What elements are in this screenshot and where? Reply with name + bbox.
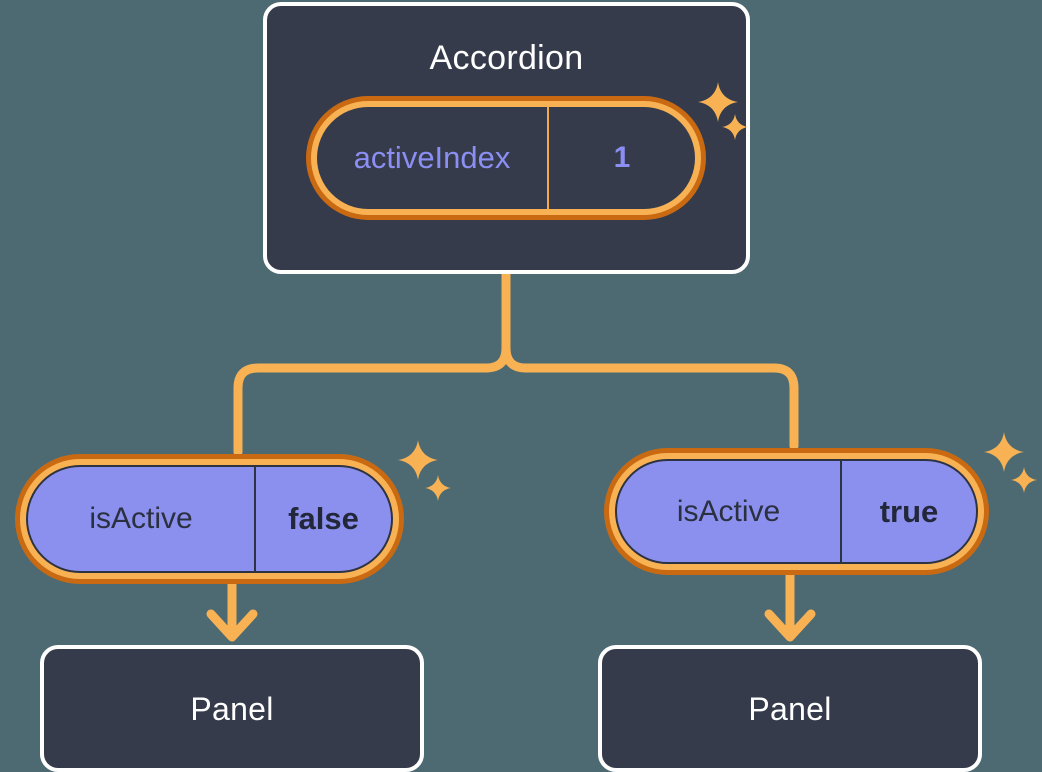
state-pill-active-index[interactable]: activeIndex 1 xyxy=(306,96,706,220)
pill-content: activeIndex 1 xyxy=(317,107,695,209)
panel-left-title: Panel xyxy=(190,691,274,727)
sparkle-icon xyxy=(984,432,1024,472)
pill-content: isActive false xyxy=(26,465,393,573)
sparkle-icon xyxy=(398,440,438,480)
sparkle-group-right xyxy=(982,432,1042,502)
component-node-panel-right[interactable]: Panel xyxy=(598,645,982,772)
arrow-down-icon-left xyxy=(206,609,258,642)
state-value-label: 1 xyxy=(613,141,631,174)
pill-inner-ring: isActive true xyxy=(609,453,984,570)
connector-accordion-to-right xyxy=(501,269,799,451)
pill-content: isActive true xyxy=(615,459,978,564)
connector-accordion-to-left xyxy=(233,269,511,457)
component-node-panel-left[interactable]: Panel xyxy=(40,645,424,772)
accordion-title: Accordion xyxy=(429,39,584,77)
sparkle-small-icon xyxy=(425,475,451,501)
panel-right-title: Panel xyxy=(748,691,832,727)
prop-value-label: true xyxy=(879,493,939,529)
arrow-down-icon-right xyxy=(764,609,816,642)
prop-key-label: isActive xyxy=(617,461,842,562)
pill-outer-ring: isActive false xyxy=(15,454,404,584)
pill-inner-ring: isActive false xyxy=(20,459,399,579)
state-key-label: activeIndex xyxy=(317,107,549,209)
state-pill-is-active-true[interactable]: isActive true xyxy=(604,448,989,575)
pill-outer-ring: isActive true xyxy=(604,448,989,575)
pill-inner-ring: activeIndex 1 xyxy=(311,101,701,215)
sparkle-small-icon xyxy=(1011,467,1037,493)
prop-value-label: false xyxy=(288,501,359,536)
state-pill-is-active-false[interactable]: isActive false xyxy=(15,454,404,584)
sparkle-group-left xyxy=(396,440,458,510)
pill-outer-ring: activeIndex 1 xyxy=(306,96,706,220)
prop-key-label: isActive xyxy=(28,467,256,571)
